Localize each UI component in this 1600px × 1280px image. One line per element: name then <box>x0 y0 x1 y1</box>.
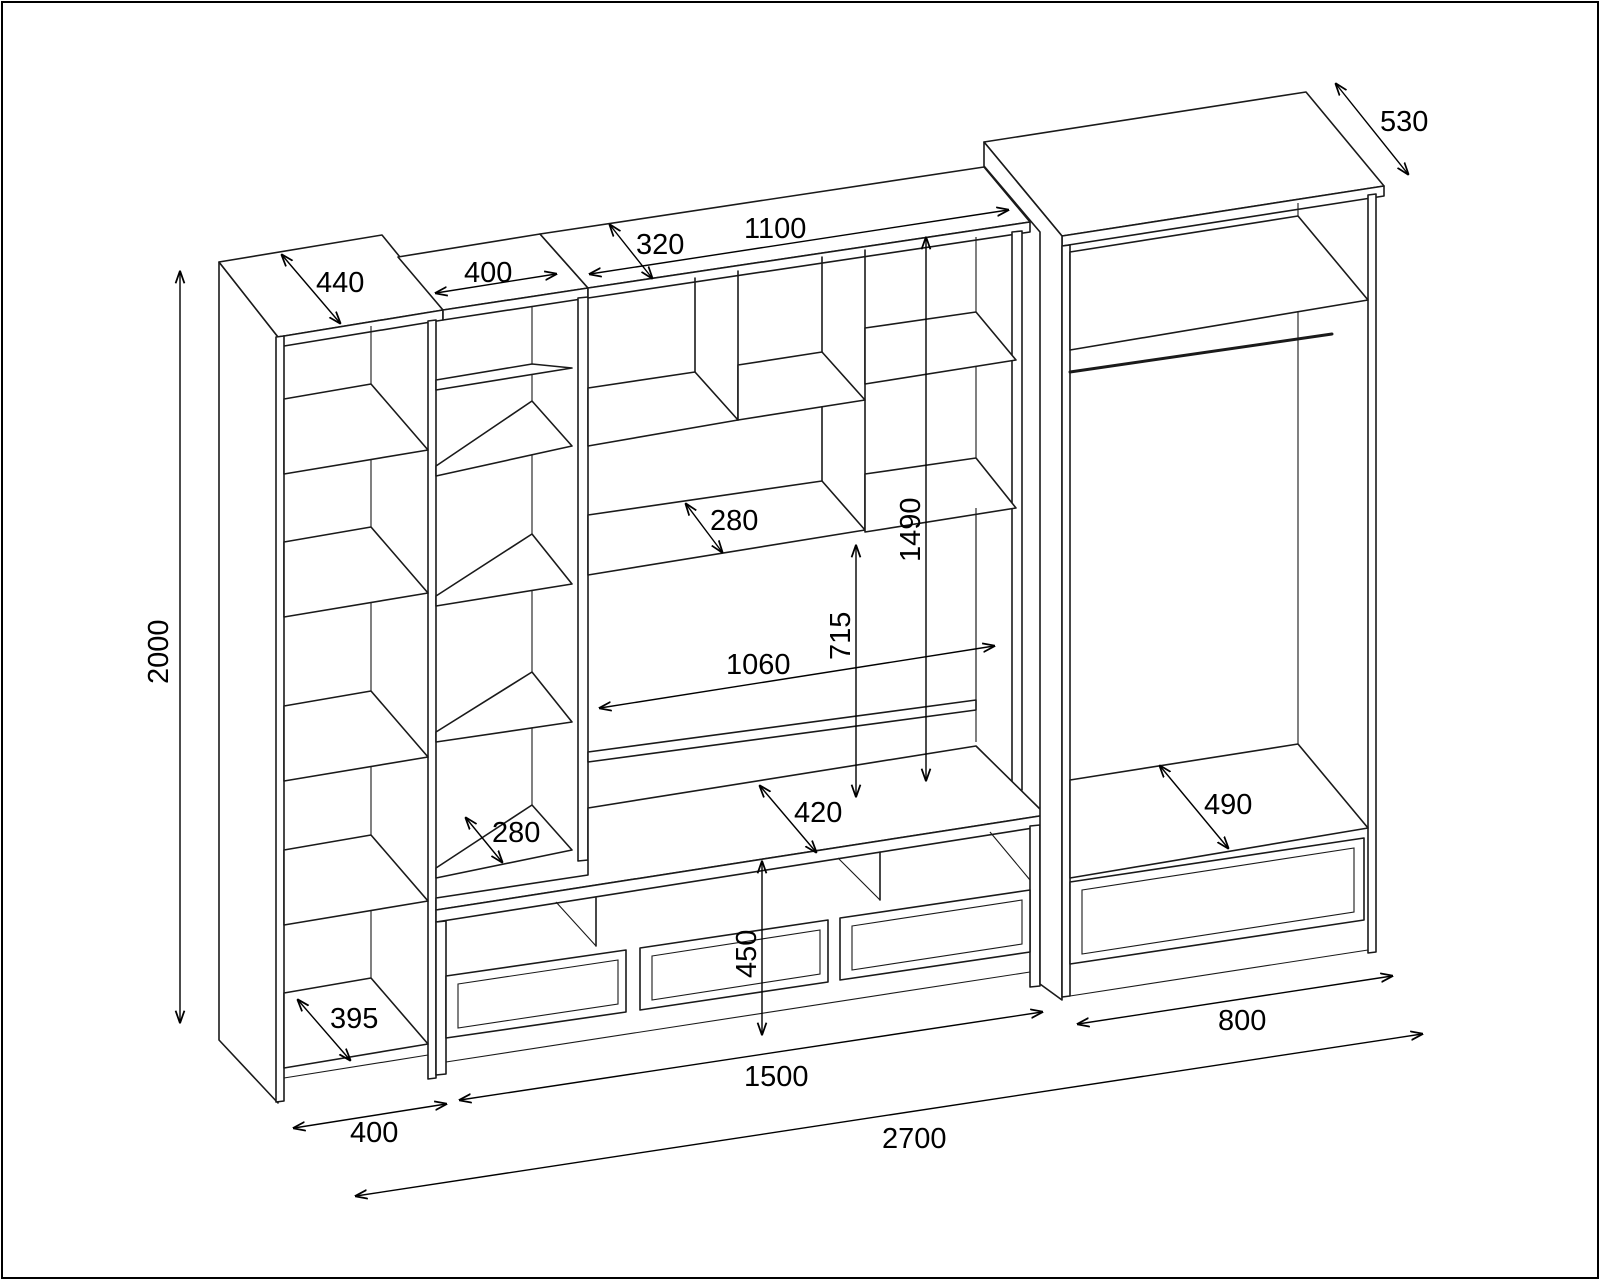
left-shelf-1 <box>283 383 429 475</box>
label-320: 320 <box>636 229 684 261</box>
wardrobe-drawer <box>1069 837 1365 965</box>
center-shelf-mid <box>737 351 866 421</box>
bay2-shelf-2 <box>435 400 573 477</box>
center-shelf-right-2 <box>864 457 1017 533</box>
tv-stand-inner-3 <box>989 831 1031 881</box>
label-530: 530 <box>1380 106 1428 138</box>
dimension-labels: 440 400 320 1100 530 2000 280 1490 715 1… <box>143 106 1428 1155</box>
dim-line-1100 <box>590 210 1008 274</box>
left-bookcase-side <box>218 261 279 1104</box>
label-280-bay2: 280 <box>492 817 540 849</box>
wardrobe-hanging-rod <box>1068 332 1334 374</box>
label-715: 715 <box>825 612 857 660</box>
dim-line-280-center <box>686 504 722 552</box>
dim-line-280-bay2 <box>466 818 502 862</box>
label-2700: 2700 <box>882 1123 947 1155</box>
tv-stand-inner-2 <box>837 857 881 901</box>
bay2-right-post <box>577 296 589 862</box>
dim-line-420 <box>760 786 816 852</box>
label-800: 800 <box>1218 1005 1266 1037</box>
label-420: 420 <box>794 797 842 829</box>
label-2000: 2000 <box>143 619 175 684</box>
label-1490: 1490 <box>895 497 927 562</box>
left-bookcase-front-post <box>275 335 285 1103</box>
dim-line-530 <box>1336 84 1408 174</box>
tv-stand-right-post <box>1029 824 1041 988</box>
dim-line-440 <box>282 255 340 323</box>
wardrobe-front-right-post <box>1367 193 1377 954</box>
bay2-shelf-4 <box>435 671 573 743</box>
label-450: 450 <box>731 930 763 978</box>
label-440: 440 <box>316 267 364 299</box>
wardrobe-side <box>983 141 1063 1001</box>
wardrobe-drawer-face <box>1081 847 1355 955</box>
label-395: 395 <box>330 1003 378 1035</box>
tv-stand-left-post <box>435 920 447 1076</box>
label-400-bottom: 400 <box>350 1117 398 1149</box>
left-bookcase-right-post <box>427 319 437 1080</box>
label-1500: 1500 <box>744 1061 809 1093</box>
left-shelf-4 <box>283 834 429 926</box>
center-shelf-left <box>587 371 739 447</box>
center-shelf-right-1 <box>864 311 1017 385</box>
wardrobe-hat-shelf <box>1069 215 1369 351</box>
label-1100: 1100 <box>744 213 806 245</box>
center-unit <box>539 166 1031 792</box>
bay2-shelf-1 <box>435 363 573 391</box>
left-bookcase <box>218 234 444 1104</box>
dim-line-400-top <box>436 274 556 293</box>
bay2-shelf-3 <box>435 533 573 607</box>
tv-drawer-3-face <box>851 899 1023 971</box>
tv-drawer-3 <box>839 889 1031 981</box>
left-shelf-3 <box>283 690 429 782</box>
dim-line-2700 <box>356 1034 1422 1196</box>
dim-line-490 <box>1160 766 1228 848</box>
wardrobe <box>983 91 1385 1001</box>
label-490: 490 <box>1204 789 1252 821</box>
center-right-post <box>1011 230 1023 792</box>
label-280-center: 280 <box>710 505 758 537</box>
wardrobe-front-left-post <box>1061 244 1071 998</box>
tv-stand <box>435 745 1047 1076</box>
left-shelf-2 <box>283 526 429 618</box>
bay2-shelving <box>397 233 589 879</box>
dim-line-800 <box>1078 976 1392 1024</box>
dim-line-395 <box>298 1000 350 1060</box>
tv-stand-inner-1 <box>555 901 597 947</box>
label-1060: 1060 <box>726 649 791 681</box>
dim-line-1060 <box>600 646 994 708</box>
label-400-top: 400 <box>464 257 512 289</box>
dimension-lines <box>180 84 1422 1196</box>
tv-niche-rail <box>587 699 977 763</box>
